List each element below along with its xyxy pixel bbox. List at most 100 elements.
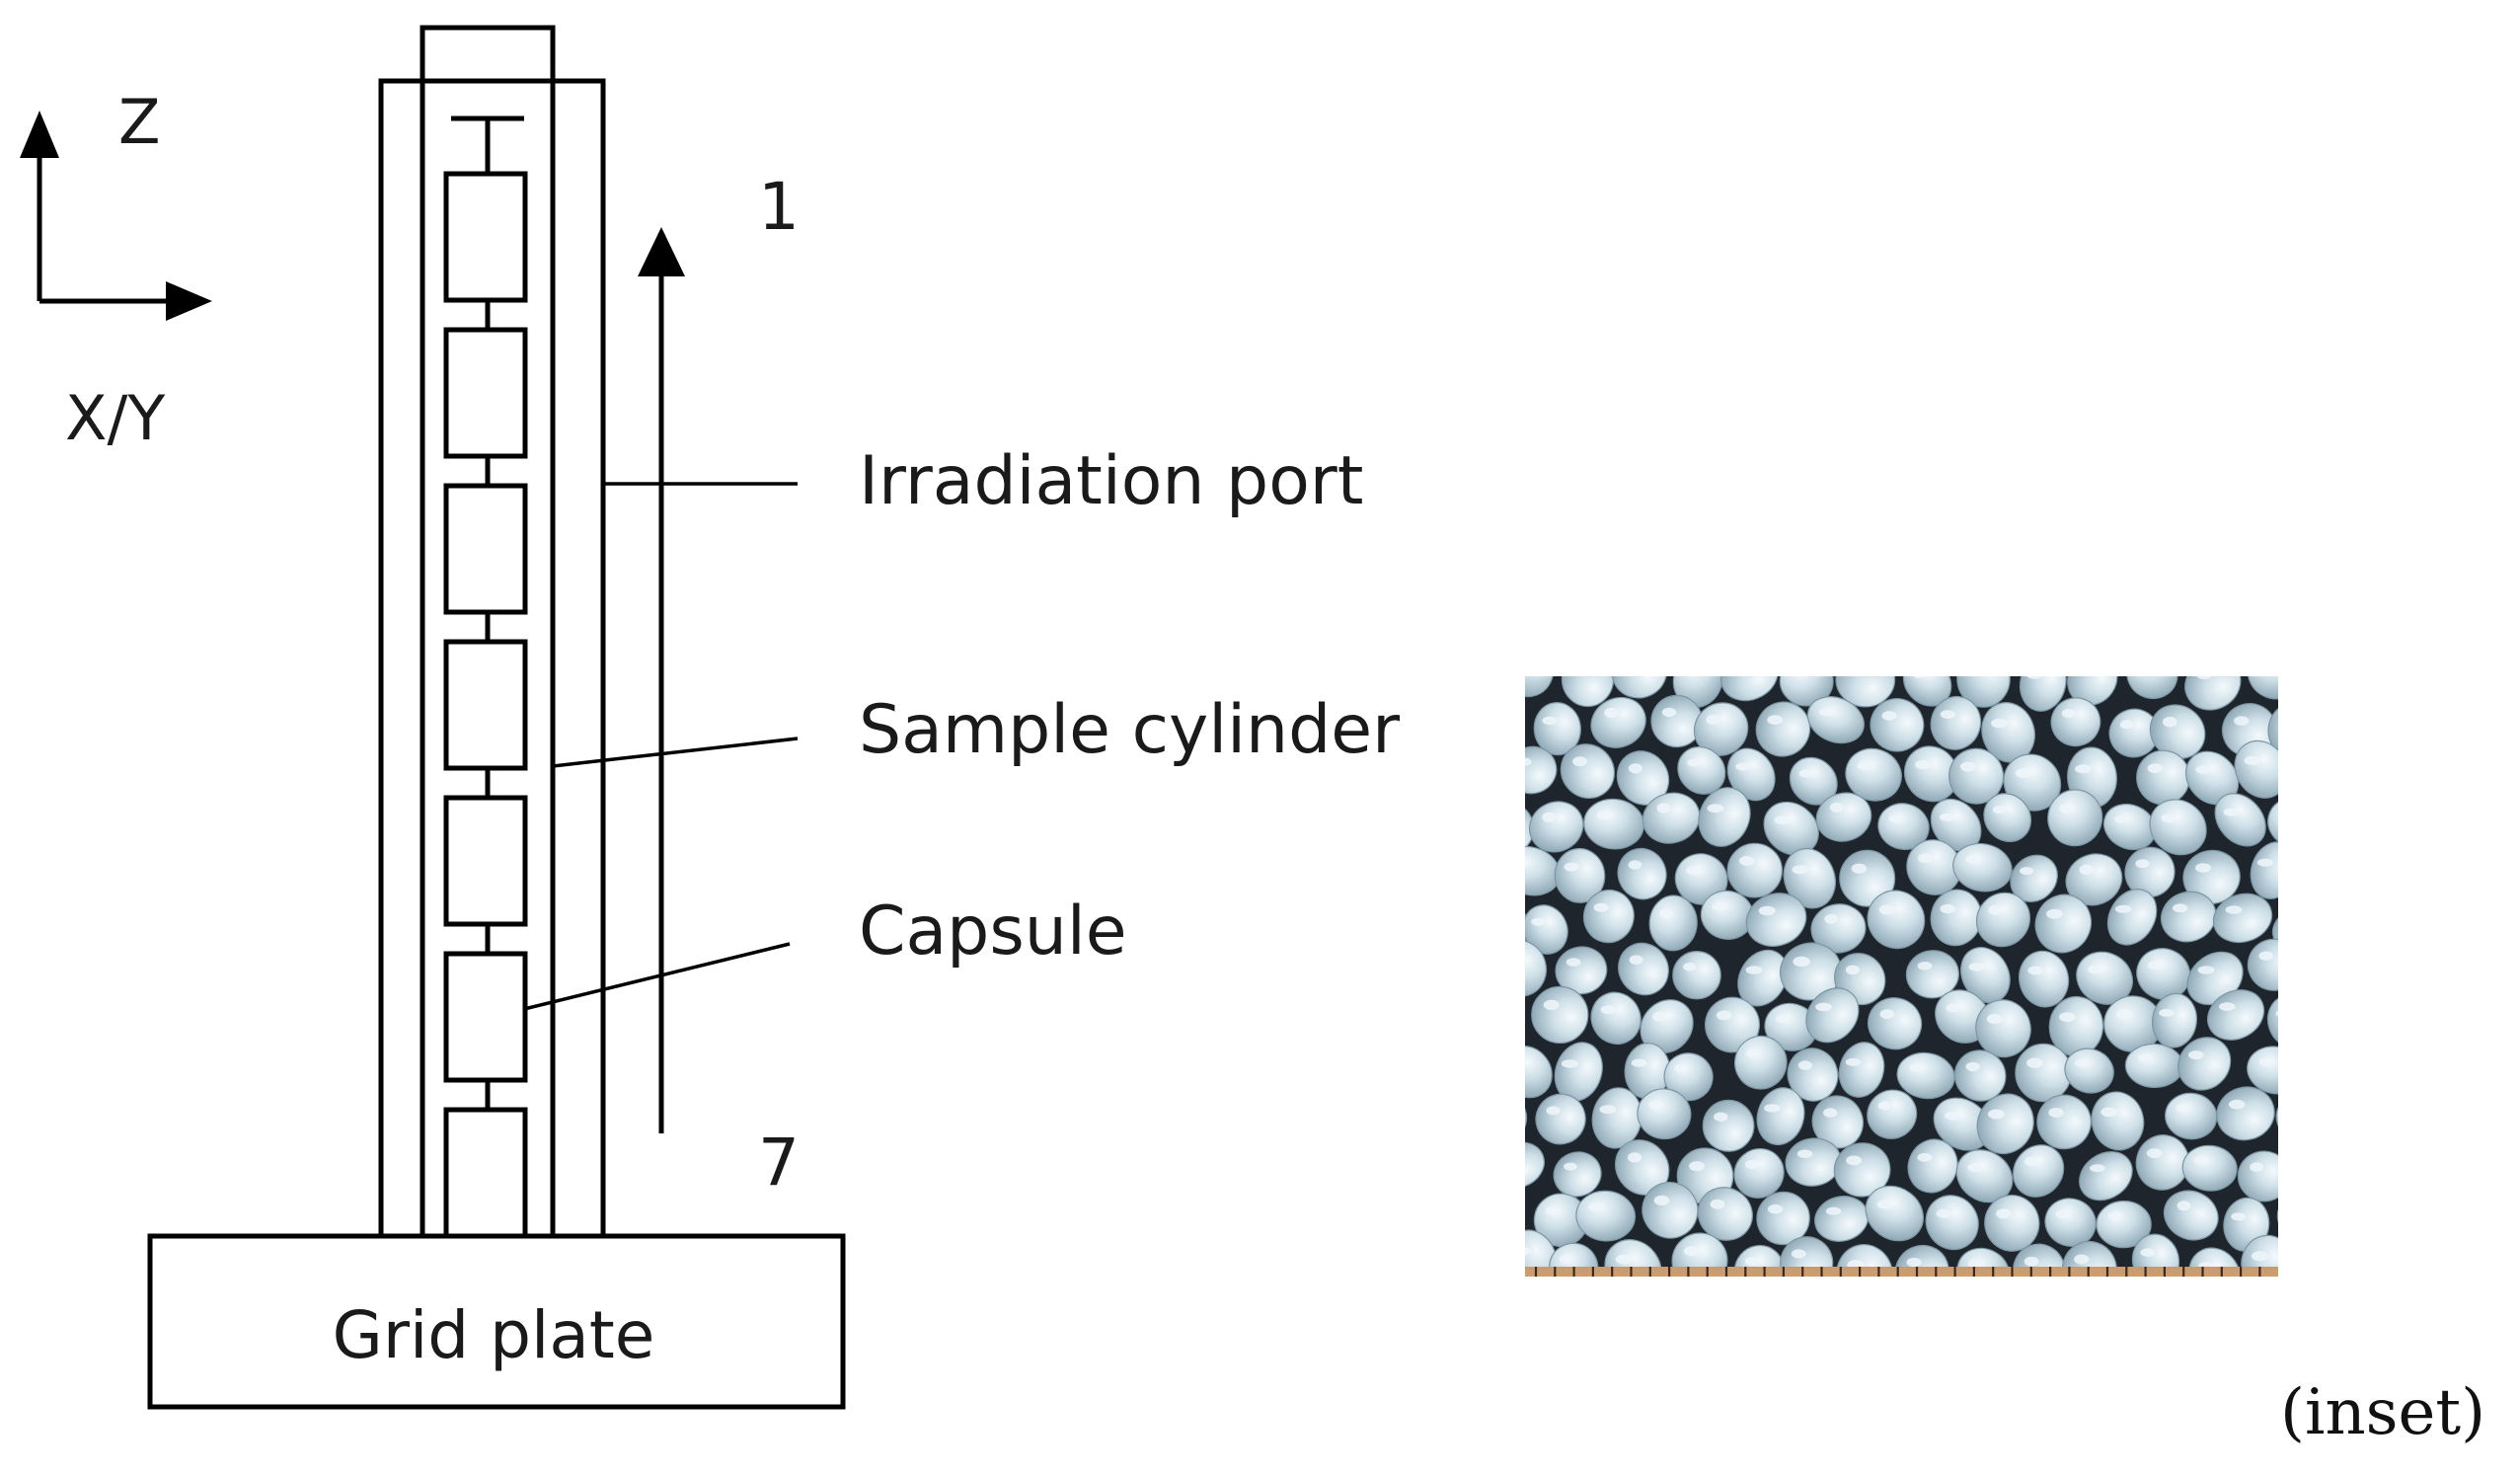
glass-bead	[1867, 890, 1926, 950]
bead-highlight	[1849, 665, 1866, 675]
glass-bead	[1975, 999, 2031, 1058]
glass-bead	[1525, 1141, 1545, 1190]
position-label-bottom: 7	[758, 1125, 800, 1201]
bead-highlight	[1991, 718, 2008, 729]
bead-highlight	[1456, 1151, 1472, 1160]
glass-bead	[1625, 584, 1702, 660]
bead-highlight	[2140, 1248, 2156, 1257]
glass-bead	[1811, 1095, 1865, 1149]
bead-highlight	[1744, 1257, 1759, 1267]
bead-highlight	[2027, 966, 2044, 975]
grid-plate	[147, 1233, 846, 1410]
glass-bead	[1698, 787, 1751, 847]
glass-bead	[2093, 599, 2157, 653]
glass-bead	[1783, 847, 1836, 909]
bead-highlight	[1716, 1010, 1732, 1021]
bead-highlight	[1857, 760, 1873, 771]
glass-bead	[1590, 696, 1646, 748]
glass-bead	[1805, 987, 1860, 1044]
glass-bead	[2160, 891, 2217, 943]
glass-bead	[2301, 643, 2366, 705]
glass-bead	[2091, 1091, 2145, 1151]
bead-highlight	[1707, 804, 1724, 814]
ruler-shadow	[1816, 1424, 2053, 1463]
glass-bead	[1815, 792, 1872, 842]
bead-highlight	[1881, 711, 1897, 721]
bead-highlight	[1988, 904, 2003, 915]
bead-highlight	[1599, 1105, 1617, 1115]
glass-bead	[1907, 1138, 1958, 1194]
bead-highlight	[1996, 1208, 2012, 1219]
bead-highlight	[1684, 664, 1698, 674]
glass-bead	[1975, 892, 2031, 948]
bead-highlight	[2146, 1148, 2163, 1158]
bead-highlight	[2161, 813, 2177, 823]
bead-highlight	[1967, 1163, 1984, 1172]
bead-highlight	[1561, 1059, 1578, 1068]
bead-highlight	[1830, 802, 1844, 813]
glass-bead	[2293, 847, 2351, 896]
bead-highlight	[2107, 1211, 2124, 1221]
bead-highlight	[1714, 1112, 1728, 1122]
bead-highlight	[1473, 1207, 1489, 1216]
bead-highlight	[1913, 676, 1927, 678]
glass-bead	[1763, 801, 1819, 856]
bead-highlight	[2259, 660, 2274, 669]
bead-highlight	[2159, 1008, 2175, 1017]
glass-bead	[1750, 599, 1811, 668]
ruler-number: 4	[2216, 1361, 2257, 1437]
bead-highlight	[1888, 814, 1904, 823]
bead-highlight	[1763, 621, 1780, 630]
glass-bead	[2319, 801, 2376, 860]
bead-highlight	[1559, 1254, 1573, 1264]
glass-bead	[1533, 702, 1581, 756]
capsule-6	[443, 951, 528, 1083]
glass-bead	[1867, 1089, 1918, 1139]
glass-bead	[1470, 1276, 1538, 1344]
bead-highlight	[2284, 1296, 2299, 1305]
glass-bead	[2267, 701, 2278, 759]
capsule-label: Capsule	[859, 893, 1127, 971]
bead-highlight	[1531, 917, 1546, 926]
bead-highlight	[2223, 808, 2240, 816]
bead-highlight	[1689, 1161, 1705, 1172]
bead-highlight	[2119, 720, 2134, 730]
ruler-ticks	[1534, 1267, 2261, 1277]
bead-highlight	[2258, 951, 2273, 961]
bead-highlight	[1624, 658, 1640, 667]
glass-bead	[1806, 696, 1865, 744]
bead-highlight	[2340, 612, 2355, 622]
capsule-stack	[443, 116, 528, 1239]
bead-highlight	[1525, 757, 1532, 766]
bead-highlight	[1661, 707, 1677, 718]
glass-bead	[1838, 1042, 1885, 1098]
capsule-2	[443, 327, 528, 459]
glass-bead	[1804, 1281, 1860, 1339]
glass-bead	[2297, 1032, 2365, 1099]
port-top-cap	[420, 25, 556, 84]
bead-highlight	[1546, 1106, 1561, 1116]
glass-bead	[1575, 1190, 1637, 1242]
glass-bead	[1925, 1195, 1979, 1251]
glass-bead	[2184, 676, 2242, 711]
bead-highlight	[1846, 1155, 1862, 1166]
glass-bead	[1561, 676, 1615, 708]
bead-highlight	[2024, 1256, 2039, 1267]
glass-bead	[1642, 1181, 1699, 1239]
bead-highlight	[1572, 664, 1587, 674]
irradiation-port	[378, 25, 606, 1239]
glass-bead	[2182, 849, 2241, 904]
bead-highlight	[2320, 660, 2332, 669]
bead-highlight	[2234, 716, 2250, 726]
leader-lines	[523, 482, 799, 1011]
bead-highlight	[2251, 1251, 2269, 1262]
bead-highlight	[1968, 963, 1985, 971]
bead-highlight	[1683, 1246, 1700, 1257]
glass-bead	[2028, 1272, 2103, 1347]
bead-highlight	[1745, 1159, 1759, 1169]
bead-highlight	[1818, 708, 1836, 717]
capsule-1	[443, 171, 528, 303]
glass-bead	[1871, 1277, 1932, 1345]
glass-bead	[1444, 840, 1502, 897]
bead-highlight	[2345, 1204, 2361, 1213]
